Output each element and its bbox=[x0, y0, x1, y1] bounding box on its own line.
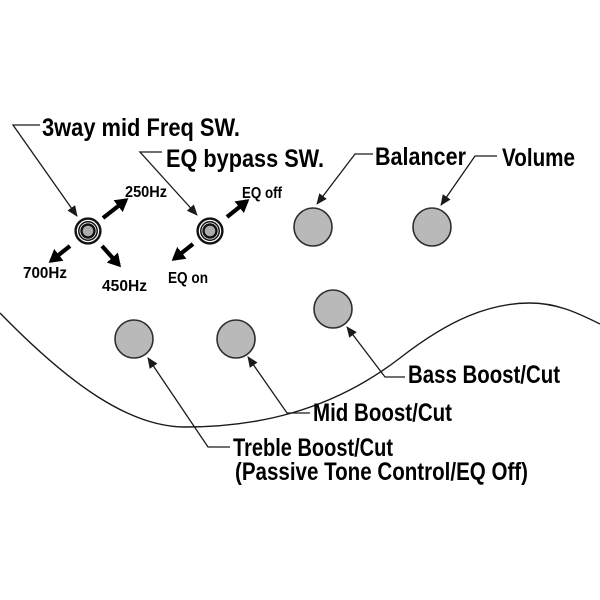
eq-off-arrow bbox=[225, 199, 250, 219]
freq-700hz-arrow bbox=[48, 244, 72, 263]
bass-label: Bass Boost/Cut bbox=[408, 361, 561, 389]
treble-note-label: (Passive Tone Control/EQ Off) bbox=[235, 458, 528, 486]
freq-700hz-label: 700Hz bbox=[23, 265, 67, 282]
mid-label: Mid Boost/Cut bbox=[313, 399, 453, 427]
eq-bypass-switch-mid-ring bbox=[200, 221, 220, 241]
eq-off-label: EQ off bbox=[242, 185, 283, 202]
treble-label: Treble Boost/Cut bbox=[233, 434, 394, 462]
eq-bypass-leader-line bbox=[138, 151, 198, 216]
freq-450hz-label: 450Hz bbox=[102, 278, 147, 295]
mid-freq-switch-mid-ring bbox=[78, 221, 98, 241]
mid-knob[interactable] bbox=[216, 319, 256, 359]
mid-freq-switch-tip bbox=[80, 223, 96, 239]
freq-switch-label: 3way mid Freq SW. bbox=[42, 114, 240, 142]
mid-leader-line bbox=[247, 356, 310, 414]
volume-knob[interactable] bbox=[412, 207, 452, 247]
freq-450hz-arrow bbox=[100, 244, 122, 268]
treble-leader-line bbox=[147, 357, 230, 448]
bass-knob[interactable] bbox=[313, 289, 353, 329]
volume-label: Volume bbox=[502, 144, 575, 172]
eq-on-arrow bbox=[171, 242, 195, 261]
balancer-label: Balancer bbox=[375, 143, 466, 171]
balancer-knob[interactable] bbox=[293, 207, 333, 247]
freq-switch-leader-line bbox=[11, 124, 78, 217]
eq-bypass-switch[interactable] bbox=[196, 217, 224, 245]
eq-on-label: EQ on bbox=[168, 270, 208, 287]
balancer-leader-line bbox=[316, 153, 373, 205]
eq-bypass-switch-tip bbox=[202, 223, 218, 239]
mid-freq-switch[interactable] bbox=[74, 217, 102, 245]
freq-250hz-arrow bbox=[101, 198, 129, 220]
eq-bypass-label: EQ bypass SW. bbox=[166, 145, 324, 173]
guitar-body-edge-curve bbox=[0, 302, 600, 428]
volume-leader-line bbox=[440, 155, 497, 206]
treble-knob[interactable] bbox=[114, 319, 154, 359]
bass-leader-line bbox=[346, 326, 405, 378]
freq-250hz-label: 250Hz bbox=[125, 184, 167, 201]
